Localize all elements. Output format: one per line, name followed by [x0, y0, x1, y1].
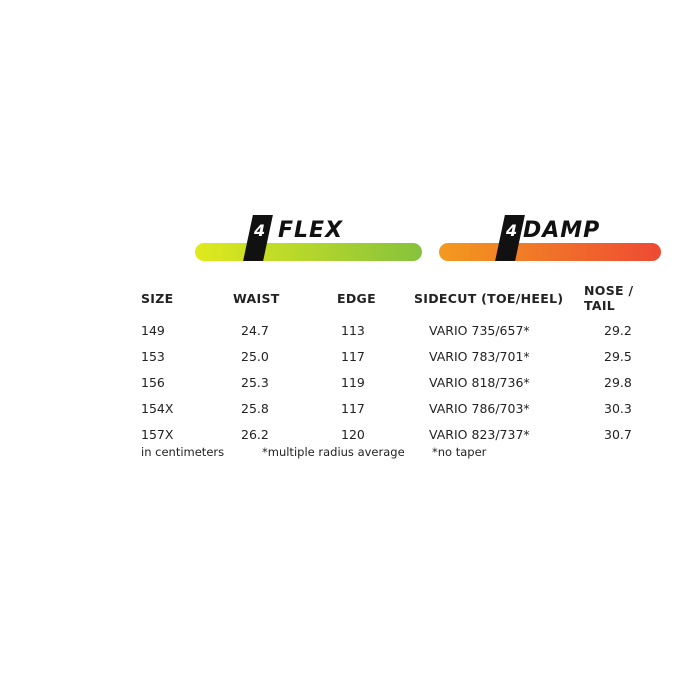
cell-edge: 120 [341, 426, 365, 442]
cell-size: 156 [141, 374, 165, 390]
spec-table: SIZE WAIST EDGE SIDECUT (TOE/HEEL) NOSE … [141, 283, 664, 447]
cell-size: 153 [141, 348, 165, 364]
cell-edge: 119 [341, 374, 365, 390]
cell-size: 157X [141, 426, 174, 442]
cell-sidecut: VARIO 735/657* [429, 322, 530, 338]
cell-edge: 113 [341, 322, 365, 338]
cell-size: 149 [141, 322, 165, 338]
table-row: 149 24.7 113 VARIO 735/657* 29.2 [141, 317, 664, 343]
column-header-edge: EDGE [337, 290, 376, 306]
note-radius: *multiple radius average [262, 445, 405, 459]
column-header-sidecut: SIDECUT (TOE/HEEL) [414, 290, 564, 306]
cell-edge: 117 [341, 348, 365, 364]
flex-title: FLEX [278, 218, 344, 243]
cell-waist: 26.2 [241, 426, 269, 442]
note-taper: *no taper [432, 445, 487, 459]
cell-edge: 117 [341, 400, 365, 416]
column-header-nose-tail: NOSE / TAIL [584, 283, 634, 313]
table-row: 154X 25.8 117 VARIO 786/703* 30.3 [141, 395, 664, 421]
cell-sidecut: VARIO 823/737* [429, 426, 530, 442]
cell-nose-tail: 29.5 [604, 348, 632, 364]
cell-nose-tail: 29.2 [604, 322, 632, 338]
cell-nose-tail: 30.3 [604, 400, 632, 416]
damp-title: DAMP [523, 218, 601, 243]
column-header-size: SIZE [141, 290, 174, 306]
table-header-row: SIZE WAIST EDGE SIDECUT (TOE/HEEL) NOSE … [141, 283, 664, 317]
damp-gradient-bar [439, 243, 661, 261]
cell-waist: 25.8 [241, 400, 269, 416]
cell-size: 154X [141, 400, 174, 416]
note-units: in centimeters [141, 445, 225, 459]
cell-nose-tail: 30.7 [604, 426, 632, 442]
damp-rating-value: 4 [506, 221, 518, 240]
table-row: 157X 26.2 120 VARIO 823/737* 30.7 [141, 421, 664, 447]
cell-nose-tail: 29.8 [604, 374, 632, 390]
cell-waist: 25.3 [241, 374, 269, 390]
cell-sidecut: VARIO 786/703* [429, 400, 530, 416]
cell-waist: 25.0 [241, 348, 269, 364]
column-header-waist: WAIST [233, 290, 280, 306]
table-row: 156 25.3 119 VARIO 818/736* 29.8 [141, 369, 664, 395]
cell-sidecut: VARIO 818/736* [429, 374, 530, 390]
cell-sidecut: VARIO 783/701* [429, 348, 530, 364]
table-row: 153 25.0 117 VARIO 783/701* 29.5 [141, 343, 664, 369]
flex-gradient-bar [195, 243, 422, 261]
cell-waist: 24.7 [241, 322, 269, 338]
flex-rating-value: 4 [254, 221, 266, 240]
